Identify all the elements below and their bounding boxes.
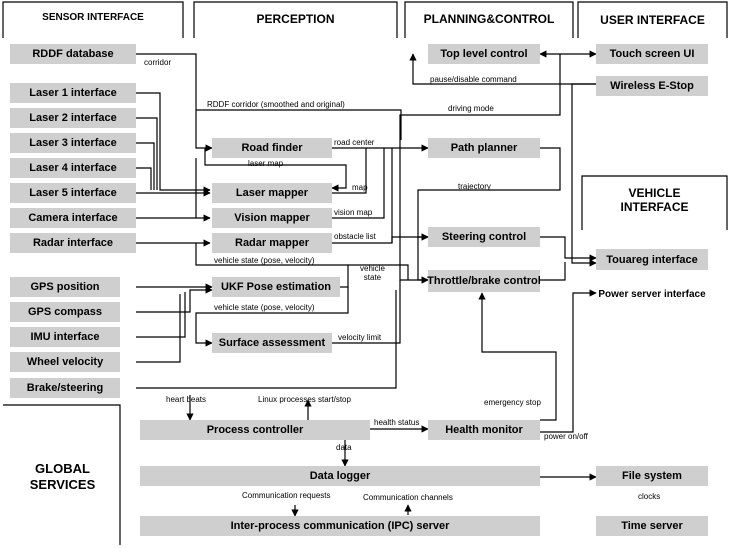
box-wireless-estop: Wireless E-Stop <box>596 76 708 96</box>
box-imu: IMU interface <box>10 327 120 347</box>
label-health-status: health status <box>374 418 420 427</box>
label-trajectory: trajectory <box>458 182 491 191</box>
header-global-services: GLOBAL SERVICES <box>10 461 115 493</box>
label-vehicle-word: vehicle <box>360 264 385 273</box>
box-laser1: Laser 1 interface <box>10 83 136 103</box>
box-touareg: Touareg interface <box>596 249 708 270</box>
box-vision-mapper: Vision mapper <box>212 208 332 228</box>
header-vehicle-interface: VEHICLE INTERFACE <box>582 186 727 214</box>
box-laser3: Laser 3 interface <box>10 133 136 153</box>
box-touch-screen: Touch screen UI <box>596 44 708 64</box>
label-data: data <box>336 443 352 452</box>
header-planning-control: PLANNING&CONTROL <box>423 12 555 26</box>
box-radar: Radar interface <box>10 233 136 253</box>
box-rddf-database: RDDF database <box>10 44 136 64</box>
box-gps-compass: GPS compass <box>10 302 120 322</box>
header-user-interface: USER INTERFACE <box>600 13 705 27</box>
box-throttle-brake: Throttle/brake control <box>427 270 541 292</box>
label-clocks: clocks <box>638 492 661 501</box>
box-camera: Camera interface <box>10 208 136 228</box>
box-process-controller: Process controller <box>140 420 370 440</box>
box-path-planner: Path planner <box>428 138 540 158</box>
label-map: map <box>352 183 368 192</box>
label-comm-requests: Communication requests <box>242 491 331 500</box>
box-surface-assessment: Surface assessment <box>212 333 332 353</box>
box-file-system: File system <box>596 466 708 486</box>
label-vehicle-state-short: vehicle state <box>360 264 385 282</box>
label-road-center: road center <box>334 138 375 147</box>
box-laser5: Laser 5 interface <box>10 183 136 203</box>
label-vision-map: vision map <box>334 208 373 217</box>
label-driving-mode: driving mode <box>448 104 494 113</box>
box-health-monitor: Health monitor <box>428 420 540 440</box>
label-power-onoff: power on/off <box>544 432 588 441</box>
box-top-level-control: Top level control <box>428 44 540 64</box>
label-comm-channels: Communication channels <box>363 493 453 502</box>
box-laser4: Laser 4 interface <box>10 158 136 178</box>
header-vehicle-line2: INTERFACE <box>620 200 689 214</box>
label-obstacle-list: obstacle list <box>334 232 376 241</box>
box-brake-steering: Brake/steering <box>10 378 120 398</box>
label-corridor: corridor <box>144 58 172 67</box>
box-ukf: UKF Pose estimation <box>212 277 340 297</box>
box-steering-control: Steering control <box>428 227 540 247</box>
label-heart-beats: heart beats <box>166 395 207 404</box>
label-vehicle-state-2: vehicle state (pose, velocity) <box>214 303 315 312</box>
box-laser2: Laser 2 interface <box>10 108 136 128</box>
box-power-server: Power server interface <box>598 288 706 300</box>
box-wheel-velocity: Wheel velocity <box>10 352 120 372</box>
box-radar-mapper: Radar mapper <box>212 233 332 253</box>
box-gps-position: GPS position <box>10 277 120 297</box>
header-global-line1: GLOBAL <box>35 461 90 476</box>
label-pause-disable: pause/disable command <box>430 75 517 84</box>
box-ipc-server: Inter-process communication (IPC) server <box>140 516 540 536</box>
header-vehicle-line1: VEHICLE <box>628 186 681 200</box>
box-road-finder: Road finder <box>212 138 332 158</box>
label-emergency-stop: emergency stop <box>484 398 541 407</box>
label-rddf-corridor: RDDF corridor (smoothed and original) <box>207 100 345 109</box>
label-state-word: state <box>363 273 382 282</box>
box-data-logger: Data logger <box>140 466 540 486</box>
box-laser-mapper: Laser mapper <box>212 183 332 203</box>
label-laser-map: laser map <box>248 159 284 168</box>
header-perception: PERCEPTION <box>256 12 335 26</box>
label-vehicle-state-1: vehicle state (pose, velocity) <box>214 256 315 265</box>
header-global-line2: SERVICES <box>29 477 96 492</box>
label-velocity-limit: velocity limit <box>338 333 382 342</box>
label-linux-processes: Linux processes start/stop <box>258 395 351 404</box>
box-time-server: Time server <box>596 516 708 536</box>
header-sensor-interface: SENSOR INTERFACE <box>42 12 144 23</box>
